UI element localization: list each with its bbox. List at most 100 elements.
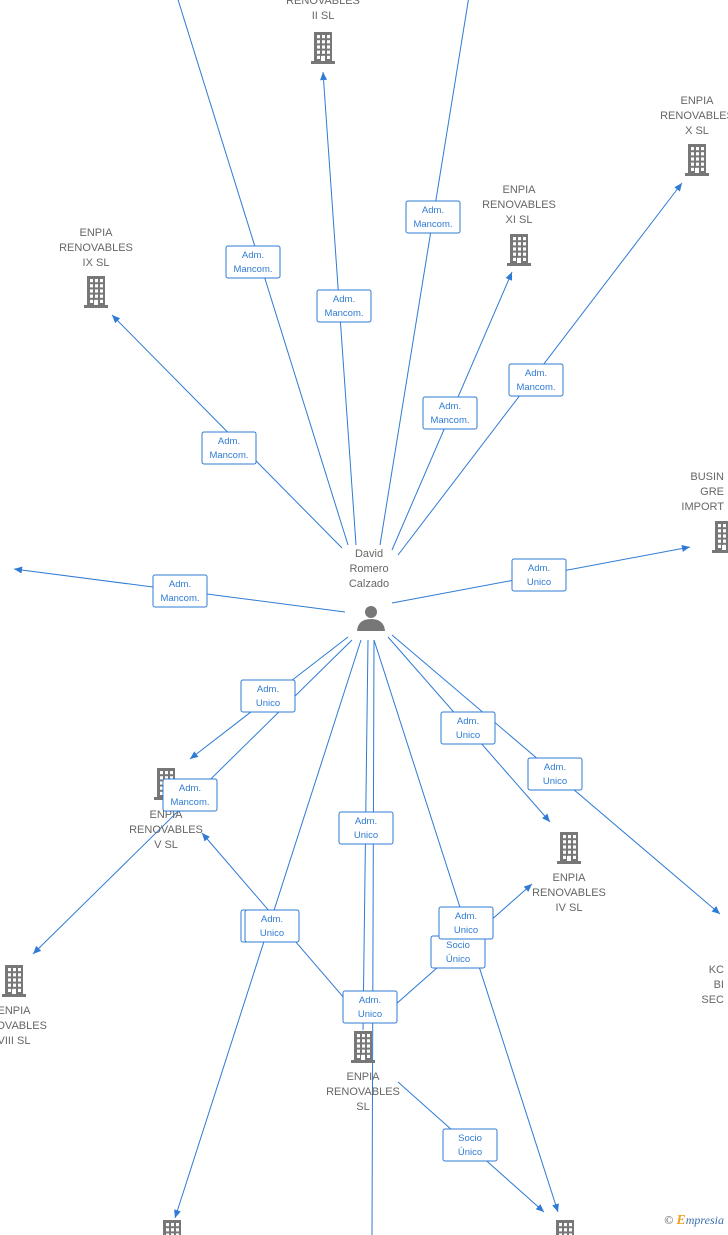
company-name-line: ENPIA (680, 95, 714, 107)
company-name-line: GRE (700, 486, 724, 498)
building-icon (712, 521, 728, 553)
building-icon (507, 234, 531, 266)
edge-role-label[interactable]: Adm.Unico (511, 558, 567, 592)
edge-role-label[interactable]: Adm. Unico (338, 811, 394, 845)
edge-role-label[interactable]: Adm. Mancom. (201, 431, 257, 465)
company-name-line: IMPORT (681, 501, 724, 513)
arrowhead-icon (33, 945, 42, 954)
company-node-viii[interactable]: ENPIAENOVABLESVIII SL (0, 965, 47, 1047)
edge-label-line: Mancom. (233, 264, 272, 275)
arrowhead-icon (674, 183, 682, 192)
company-node-bl[interactable] (160, 1220, 184, 1235)
edge-label-line: Unico (354, 830, 378, 841)
company-name-line: RENOVABLES (326, 1086, 400, 1098)
edge-role-label[interactable]: Adm. Unico (244, 909, 300, 943)
arrowhead-icon (320, 72, 328, 81)
company-name-line: XI SL (506, 214, 533, 226)
edge-label-line: Unico (358, 1009, 382, 1020)
edge-role-label[interactable]: Adm. Mancom. (508, 363, 564, 397)
company-name-line: ENPIA (552, 872, 586, 884)
empresia-brand[interactable]: © Empresia (664, 1213, 724, 1229)
company-node-sl[interactable]: ENPIA RENOVABLES SL (326, 1031, 400, 1113)
edge-label-line: Mancom. (413, 219, 452, 230)
person-icon (357, 606, 385, 631)
building-icon (84, 276, 108, 308)
arrowhead-icon (523, 884, 532, 892)
edge-label-line: Adm. (455, 911, 477, 922)
edge-label-line: Unico (543, 776, 567, 787)
arrowhead-icon (202, 833, 210, 842)
company-node-busin[interactable]: BUSIN GRE IMPORT (681, 471, 728, 553)
edge-role-label[interactable]: Adm. Unico (440, 711, 496, 745)
building-icon (163, 1220, 181, 1235)
edge-label-line: Adm. (355, 816, 377, 827)
company-name-line: X SL (685, 125, 709, 137)
building-icon (557, 832, 581, 864)
edge-label-line: Mancom. (430, 415, 469, 426)
edge-label-line: Unico (527, 577, 551, 588)
company-name-line: VIII SL (0, 1035, 31, 1047)
edge-role-label[interactable]: Adm.Unico (527, 757, 583, 791)
edge-role-label[interactable]: Adm.Unico (438, 906, 494, 940)
edge-label-line: Adm. (261, 914, 283, 925)
edge-label-line: Adm. (525, 368, 547, 379)
company-name-line: ENPIA (0, 1005, 31, 1017)
arrowhead-icon (681, 545, 690, 552)
edge-label-line: Socio (458, 1133, 482, 1144)
company-name-line: ENPIA (502, 184, 536, 196)
copyright-symbol: © (664, 1213, 674, 1227)
edge-label-line: Adm. (179, 783, 201, 794)
edge-role-label[interactable]: Adm.Mancom. (162, 778, 218, 812)
company-name-line: ENPIA (149, 809, 183, 821)
edge-label-line: Adm. (457, 716, 479, 727)
edge-role-label[interactable]: Adm.Mancom. (316, 289, 372, 323)
brand-logo-initial: E (676, 1213, 686, 1228)
company-name-line: V SL (154, 839, 178, 851)
edge-label-line: Mancom. (160, 593, 199, 604)
company-node-br[interactable] (553, 1220, 577, 1235)
building-icon (685, 144, 709, 176)
edge-label-line: Unico (256, 698, 280, 709)
edge-role-label[interactable]: Adm.Unico (240, 679, 296, 713)
building-icon (351, 1031, 375, 1063)
edge-role-label[interactable]: Adm.Mancom. (225, 245, 281, 279)
edge-label-line: Único (458, 1147, 482, 1158)
building-icon (556, 1220, 574, 1235)
company-name-line: RENOVABLES (129, 824, 203, 836)
arrowhead-icon (535, 1204, 544, 1212)
edge-label-line: Mancom. (209, 450, 248, 461)
edge-line (371, 639, 375, 1235)
company-name-line: RENOVABLES (286, 0, 360, 7)
edge-label-line: Mancom. (516, 382, 555, 393)
company-name-line: SL (356, 1101, 369, 1113)
edge-label-line: Adm. (359, 995, 381, 1006)
edge-role-label[interactable]: Adm.Mancom. (152, 574, 208, 608)
edge-role-label[interactable]: Adm.Mancom. (405, 200, 461, 234)
arrowhead-icon (505, 272, 513, 281)
company-name-line: ENPIA (346, 1071, 380, 1083)
arrowhead-icon (711, 906, 720, 914)
company-name-line: BUSIN (690, 471, 724, 483)
edge-label-line: Unico (260, 928, 284, 939)
edge-role-label[interactable]: Adm. Unico (342, 990, 398, 1024)
edge-role-label[interactable]: Adm. Mancom. (422, 396, 478, 430)
company-name-line: RENOVABLES (660, 110, 728, 122)
arrowhead-icon (542, 813, 550, 822)
edge-label-line: Adm. (218, 436, 240, 447)
arrowhead-icon (14, 566, 23, 574)
edge-line (379, 0, 469, 546)
company-node-x[interactable]: ENPIA RENOVABLES X SL (660, 95, 728, 176)
edge-label-line: Adm. (439, 401, 461, 412)
company-node-iv[interactable]: ENPIA RENOVABLES IV SL (532, 832, 606, 914)
edge-label-line: Unico (456, 730, 480, 741)
company-name-line: IV SL (556, 902, 583, 914)
company-name-line: RENOVABLES (532, 887, 606, 899)
